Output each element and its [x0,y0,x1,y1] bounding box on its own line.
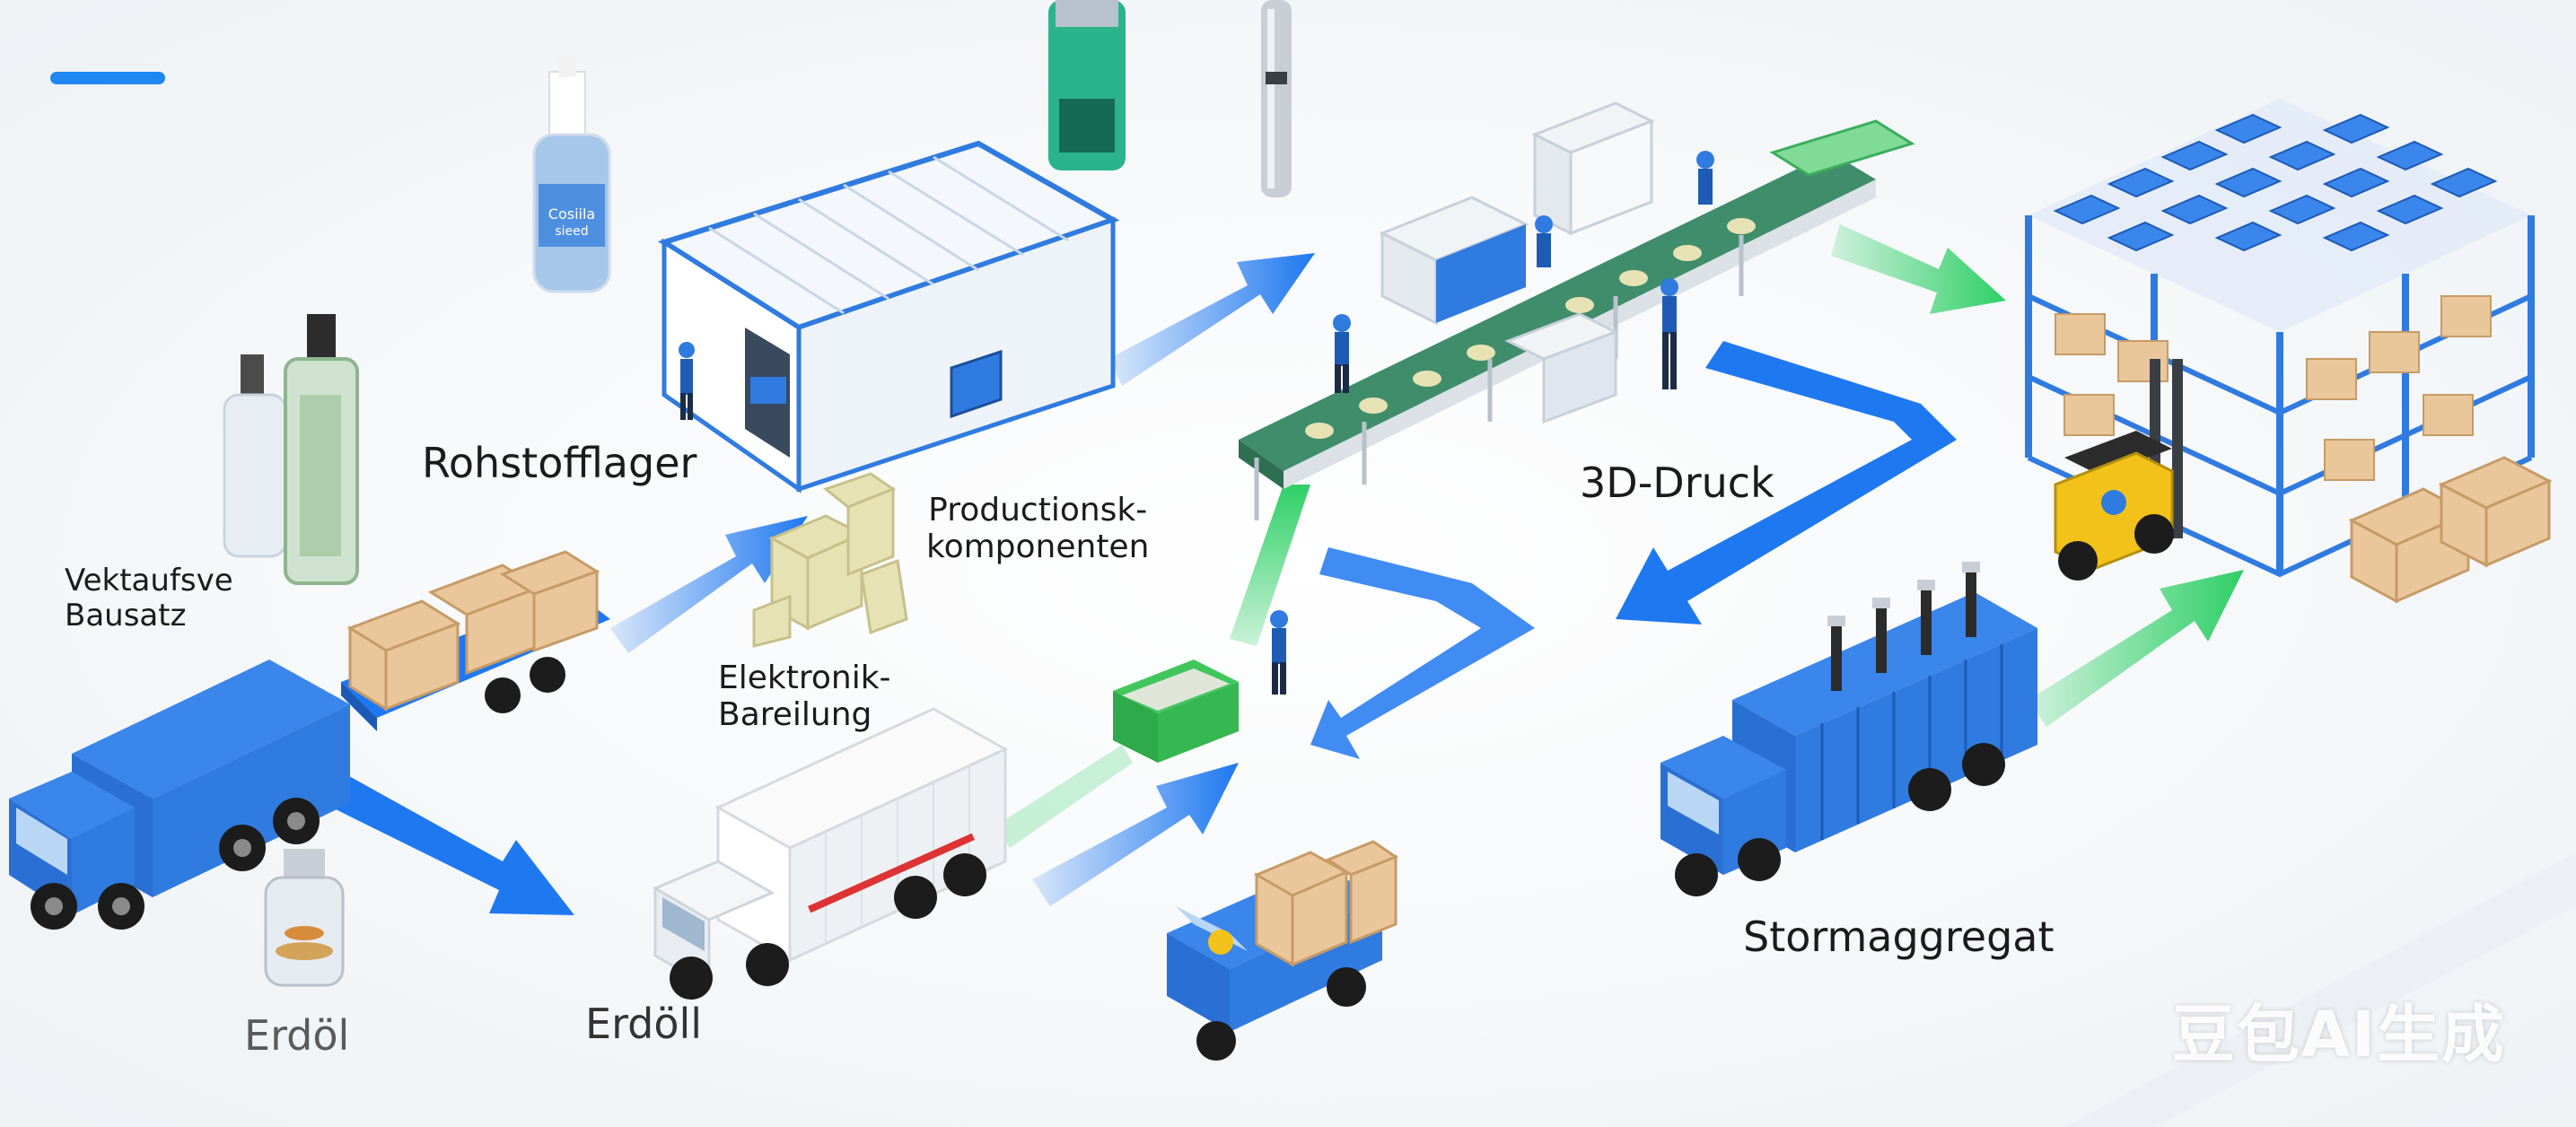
watermark: 豆包AI生成 [2171,998,2506,1071]
steel-rod-top [1261,0,1292,197]
arrow-to-sorting [1032,763,1239,906]
arrow-faded-green [996,745,1133,848]
arrow-warehouse-to-factory [1108,253,1315,386]
truck-left [9,550,610,930]
label-oil-bottom-center: Erdöll [585,1000,703,1048]
bottle-label-line1: Cosiila [548,205,595,223]
label-production-components-line1: Productionsk- [928,492,1148,529]
container-truck [1660,562,2037,896]
label-vector-kit-line2: Bausatz [65,598,187,634]
arrow-truck-to-warehouse [610,516,808,653]
label-production-components-line2: komponenten [926,529,1150,566]
label-raw-material-warehouse: Rohstofflager [422,439,697,487]
perfume-bottles-left [223,314,359,585]
warehouse-building [657,140,1120,494]
oil-jar-bottom-left [264,849,345,987]
storage-racks [2025,99,2553,604]
label-electronics-department-line2: Bareilung [718,696,872,734]
arrow-conveyor-to-storage [1831,224,2006,314]
arrow-right-loop [1616,341,1957,625]
electronic-parts-pile [752,472,908,648]
bottle-label-line2: sieed [555,224,588,239]
truck-white [652,707,1009,1000]
arrow-container-to-storage [2028,570,2244,727]
label-electronics-department: Elektronik- Bareilung [718,660,891,734]
label-vector-kit-line1: Vektaufsve [65,563,233,598]
spray-bottle-top [532,56,611,293]
label-vector-kit: Vektaufsve Bausatz [65,563,233,634]
label-production-components: Productionsk- komponenten [926,492,1149,566]
green-bottle-top [1048,0,1126,170]
forklift [2054,359,2183,581]
recycle-bin [1113,610,1288,763]
label-power-unit: Stormaggregat [1743,913,2055,961]
arrow-factory-loop [1310,547,1535,759]
factory-conveyor [1239,101,1915,520]
label-3d-printing: 3D-Druck [1580,459,1774,507]
label-electronics-department-line1: Elektronik- [718,660,891,696]
arrow-conveyor-to-bin [1230,485,1310,646]
accent-bar [50,72,165,84]
label-oil-bottom-left: Erdöl [244,1011,350,1060]
delivery-truck-small [1167,840,1399,1061]
